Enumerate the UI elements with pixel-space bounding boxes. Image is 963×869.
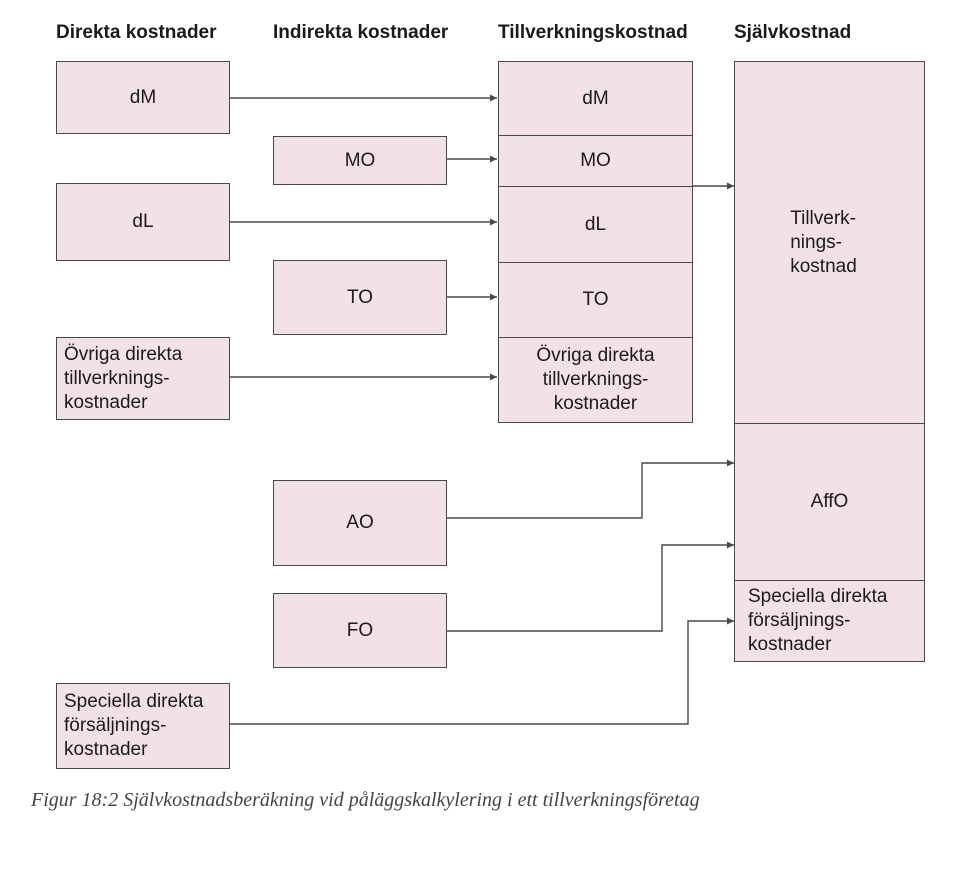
self-cost-manufacturing-cell: Tillverk- nings- kostnad xyxy=(735,62,924,423)
stack-cell-other: Övriga direkta tillverknings- kostnader xyxy=(499,337,692,421)
self-cost-affo-label: AffO xyxy=(810,491,849,512)
box-other-direct-manufacturing-label: Övriga direkta tillverknings- kostnader xyxy=(64,343,183,413)
stack-cell-to: TO xyxy=(499,262,692,337)
heading-indirect-costs: Indirekta kostnader xyxy=(273,22,449,43)
box-direct-material-label: dM xyxy=(129,86,157,108)
box-special-direct-sales: Speciella direkta försäljnings- kostnade… xyxy=(56,683,230,769)
stack-cell-to-label: TO xyxy=(582,289,609,310)
self-cost-affo-cell: AffO xyxy=(735,423,924,580)
box-material-overhead: MO xyxy=(273,136,447,185)
heading-self-cost: Självkostnad xyxy=(734,22,852,43)
self-cost-stack: Tillverk- nings- kostnad AffO Speciella … xyxy=(734,61,925,662)
heading-manufacturing-cost: Tillverkningskostnad xyxy=(498,22,688,43)
box-material-overhead-label: MO xyxy=(344,149,376,171)
box-administration-overhead: AO xyxy=(273,480,447,566)
stack-cell-dl-label: dL xyxy=(584,213,607,235)
stack-cell-mo: MO xyxy=(499,135,692,186)
stack-cell-dm: dM xyxy=(499,62,692,135)
box-sales-overhead: FO xyxy=(273,593,447,668)
manufacturing-cost-stack: dM MO dL TO Övriga direkta tillverknings… xyxy=(498,61,693,423)
box-direct-labor-label: dL xyxy=(132,211,154,232)
arrow-special-to-self-cost xyxy=(229,617,734,725)
heading-direct-costs: Direkta kostnader xyxy=(56,22,217,43)
arrow-ao-to-affo xyxy=(446,459,734,519)
arrow-fo-to-affo xyxy=(446,541,734,632)
stack-cell-dm-label: dM xyxy=(582,87,609,109)
stack-cell-mo-label: MO xyxy=(580,150,611,171)
self-cost-manufacturing-label: Tillverk- nings- kostnad xyxy=(790,207,857,277)
box-special-direct-sales-label: Speciella direkta försäljnings- kostnade… xyxy=(64,691,204,760)
self-cost-special-sales-cell: Speciella direkta försäljnings- kostnade… xyxy=(735,580,924,660)
box-manufacturing-overhead-label: TO xyxy=(346,286,374,308)
box-other-direct-manufacturing: Övriga direkta tillverknings- kostnader xyxy=(56,337,230,420)
box-sales-overhead-label: FO xyxy=(346,619,374,641)
stack-cell-other-label: Övriga direkta tillverknings- kostnader xyxy=(536,344,655,414)
self-cost-special-sales-label: Speciella direkta försäljnings- kostnade… xyxy=(748,585,888,655)
box-direct-labor: dL xyxy=(56,183,230,261)
figure-caption: Figur 18:2 Självkostnadsberäkning vid på… xyxy=(31,789,700,811)
stack-cell-dl: dL xyxy=(499,186,692,262)
box-administration-overhead-label: AO xyxy=(346,512,374,533)
box-direct-material: dM xyxy=(56,61,230,134)
box-manufacturing-overhead: TO xyxy=(273,260,447,335)
